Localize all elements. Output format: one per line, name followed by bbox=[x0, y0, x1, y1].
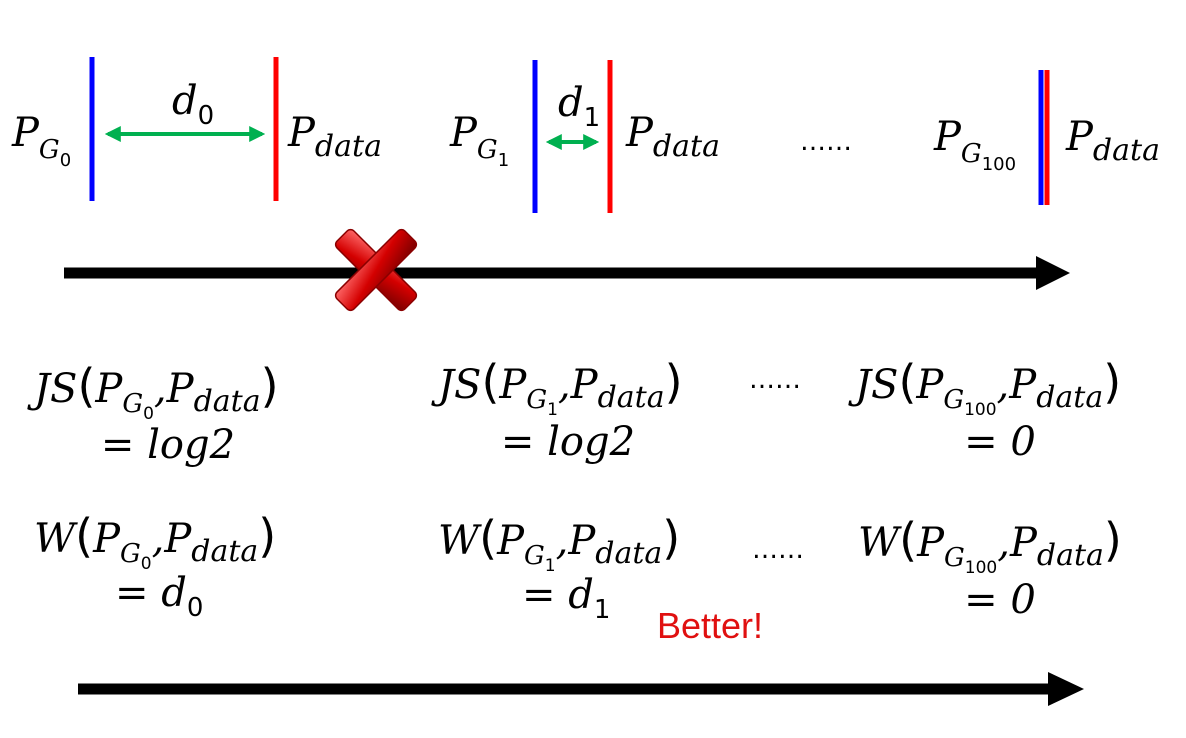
js-result-100: = 0 bbox=[964, 419, 1036, 465]
js-item-1: JS(PG1,Pdata) = log2 bbox=[431, 355, 683, 465]
p-data-label-1: Pdata bbox=[625, 110, 720, 164]
w-expr-0: W(PG0,Pdata) bbox=[34, 509, 276, 574]
w-result-0: = d0 bbox=[115, 570, 203, 623]
stage-1: PG1 d1 Pdata bbox=[449, 60, 720, 213]
p-g100-label: PG100 bbox=[933, 114, 1016, 175]
p-data-label-0: Pdata bbox=[287, 110, 382, 164]
stage-0: PG0 d0 Pdata bbox=[11, 57, 382, 201]
w-result-100: = 0 bbox=[964, 577, 1036, 623]
red-x-icon bbox=[334, 228, 418, 312]
stage-100: PG100 Pdata bbox=[933, 70, 1160, 205]
js-item-100: JS(PG100,Pdata) = 0 bbox=[848, 355, 1121, 465]
w-item-100: W(PG100,Pdata) = 0 bbox=[858, 513, 1122, 623]
timeline-head-top bbox=[1036, 256, 1070, 290]
p-g0-label: PG0 bbox=[11, 110, 71, 171]
p-data-label-100: Pdata bbox=[1065, 114, 1160, 168]
js-expr-100: JS(PG100,Pdata) bbox=[848, 355, 1121, 420]
js-item-0: JS(PG0,Pdata) = log2 bbox=[27, 359, 279, 468]
js-expr-0: JS(PG0,Pdata) bbox=[27, 359, 279, 424]
d1-label: d1 bbox=[558, 80, 600, 133]
d0-label: d0 bbox=[172, 78, 214, 131]
top-ellipsis: …… bbox=[800, 127, 852, 157]
timeline-arrow-bottom bbox=[78, 672, 1084, 706]
js-result-0: = log2 bbox=[101, 422, 235, 468]
w-expr-100: W(PG100,Pdata) bbox=[858, 513, 1122, 578]
w-item-1: W(PG1,Pdata) = d1 bbox=[438, 511, 680, 625]
js-expr-1: JS(PG1,Pdata) bbox=[431, 355, 683, 420]
js-ellipsis: …… bbox=[749, 365, 801, 395]
better-label: Better! bbox=[657, 605, 763, 646]
js-result-1: = log2 bbox=[501, 419, 635, 465]
w-ellipsis: …… bbox=[752, 535, 804, 565]
w-expr-1: W(PG1,Pdata) bbox=[438, 511, 680, 576]
p-g1-label: PG1 bbox=[449, 110, 509, 171]
w-result-1: = d1 bbox=[522, 572, 610, 625]
timeline-arrow-top bbox=[64, 256, 1070, 290]
w-item-0: W(PG0,Pdata) = d0 bbox=[34, 509, 276, 623]
js-divergence-row: JS(PG0,Pdata) = log2 JS(PG1,Pdata) = log… bbox=[27, 355, 1121, 468]
wasserstein-row: W(PG0,Pdata) = d0 W(PG1,Pdata) = d1 …… W… bbox=[34, 509, 1122, 625]
timeline-head-bottom bbox=[1048, 672, 1084, 706]
